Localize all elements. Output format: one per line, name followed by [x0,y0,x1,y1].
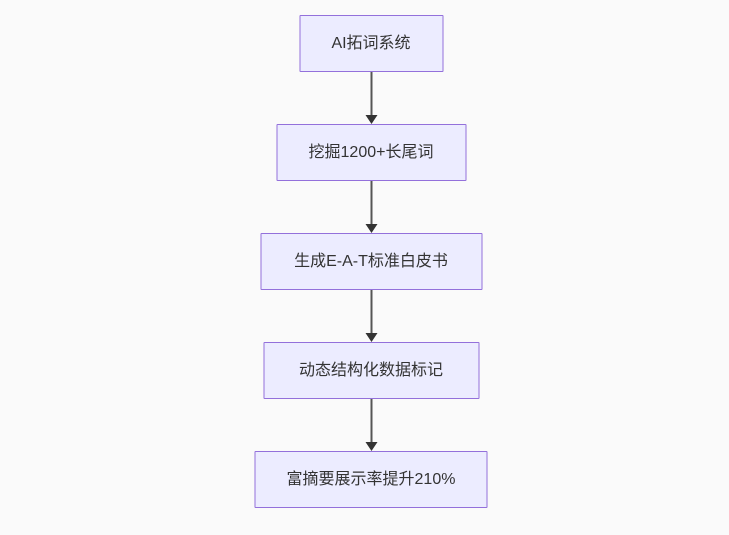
arrow-shaft [370,399,372,444]
arrow-down-icon [365,115,377,124]
arrow-edge-2 [364,181,378,233]
flow-node-longtail-mining: 挖掘1200+长尾词 [276,124,466,181]
flow-node-rich-snippet-result: 富摘要展示率提升210% [254,451,488,508]
arrow-down-icon [365,224,377,233]
arrow-down-icon [365,442,377,451]
arrow-edge-4 [364,399,378,451]
arrow-down-icon [365,333,377,342]
flow-node-ai-keyword-system: AI拓词系统 [299,15,443,72]
flow-node-eat-whitepaper: 生成E-A-T标准白皮书 [260,233,482,290]
arrow-shaft [370,72,372,117]
arrow-shaft [370,290,372,335]
flow-node-structured-data-markup: 动态结构化数据标记 [263,342,479,399]
arrow-shaft [370,181,372,226]
flowchart: AI拓词系统 挖掘1200+长尾词 生成E-A-T标准白皮书 动态结构化数据标记… [254,15,488,508]
arrow-edge-1 [364,72,378,124]
arrow-edge-3 [364,290,378,342]
